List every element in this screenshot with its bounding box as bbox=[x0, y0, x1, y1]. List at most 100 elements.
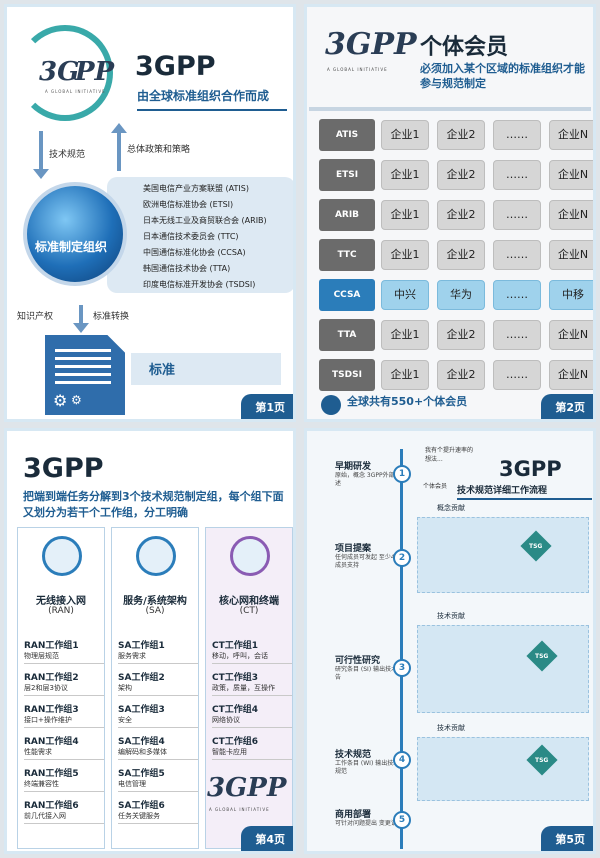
org-cell: TTC bbox=[319, 239, 375, 271]
org-item: 欧洲电信标准协会 (ETSI) bbox=[143, 200, 234, 209]
globe-icon: 标准制定组织 bbox=[23, 182, 127, 286]
member-cell: 企业N bbox=[549, 360, 593, 390]
flow-block bbox=[417, 737, 589, 801]
member-cell: 企业2 bbox=[437, 200, 485, 230]
member-cell: …… bbox=[493, 240, 541, 270]
member-row: ATIS 企业1 企业2 …… 企业N bbox=[319, 119, 593, 151]
step-node: 2 bbox=[393, 549, 411, 567]
member-cell: …… bbox=[493, 360, 541, 390]
member-row: TTC 企业1 企业2 …… 企业N bbox=[319, 239, 593, 271]
3gpp-logo: 3GPP bbox=[325, 27, 417, 62]
tag-concept: 概念贡献 bbox=[437, 504, 465, 512]
column-title: 服务/系统架构 bbox=[123, 596, 187, 607]
member-count: 全球共有550+个体会员 bbox=[347, 395, 468, 408]
member-row: ARIB 企业1 企业2 …… 企业N bbox=[319, 199, 593, 231]
logo-subtitle: A GLOBAL INITIATIVE bbox=[327, 67, 388, 72]
member-cell: 中移 bbox=[549, 280, 593, 310]
column-title: 核心网和终端 bbox=[219, 596, 279, 607]
globe-label: 标准制定组织 bbox=[35, 240, 108, 254]
page-number: 第5页 bbox=[541, 826, 593, 851]
member-cell: 企业2 bbox=[437, 160, 485, 190]
member-cell: 企业N bbox=[549, 320, 593, 350]
member-cell: …… bbox=[493, 320, 541, 350]
tsg-label: TSG bbox=[529, 543, 543, 550]
logo-mark-2: PP bbox=[75, 57, 115, 87]
page-title: 个体会员 bbox=[420, 35, 509, 60]
up-arrow-icon bbox=[111, 123, 127, 171]
logo-subtitle: A GLOBAL INITIATIVE bbox=[45, 89, 106, 94]
org-cell: TTA bbox=[319, 319, 375, 351]
page-subtitle: 技术规范详细工作流程 bbox=[457, 483, 592, 500]
network-icon bbox=[136, 536, 176, 576]
step-1: 早期研发原始，概念 3GPP外部阐述 bbox=[335, 462, 401, 487]
label-policy: 总体政策和策略 bbox=[127, 145, 191, 155]
step-3: 可行性研究研究条目 (SI) 输出技术报告 bbox=[335, 656, 404, 681]
member-cell: …… bbox=[493, 120, 541, 150]
antenna-icon bbox=[42, 536, 82, 576]
org-cell: TSDSI bbox=[319, 359, 375, 391]
down-arrow-icon bbox=[73, 305, 89, 333]
panel-workflow: 3GPP 技术规范详细工作流程 我有个提升速率的想法... 个体会员 早期研发原… bbox=[304, 428, 596, 854]
timeline-line bbox=[400, 449, 403, 849]
step-2: 项目提案任何成员可发起 至少4个成员支持 bbox=[335, 544, 401, 569]
member-cell: …… bbox=[493, 160, 541, 190]
down-arrow-icon bbox=[33, 131, 49, 179]
page-number: 第4页 bbox=[241, 826, 293, 851]
member-cell: 企业1 bbox=[381, 240, 429, 270]
panel-3gpp-overview: 3G PP A GLOBAL INITIATIVE 3GPP 由全球标准组织合作… bbox=[4, 4, 296, 422]
column-abbr: (CT) bbox=[239, 606, 259, 616]
member-cell: 中兴 bbox=[381, 280, 429, 310]
member-cell: 企业N bbox=[549, 120, 593, 150]
member-cell: 企业2 bbox=[437, 240, 485, 270]
flow-block bbox=[417, 517, 589, 593]
member-cell: 华为 bbox=[437, 280, 485, 310]
member-cell: …… bbox=[493, 280, 541, 310]
member-cell: 企业2 bbox=[437, 360, 485, 390]
org-item: 印度电信标准开发协会 (TSDSI) bbox=[143, 280, 256, 289]
standard-label: 标准 bbox=[149, 363, 176, 378]
org-item: 美国电信产业方案联盟 (ATIS) bbox=[143, 184, 249, 193]
3gpp-logo: 3G PP A GLOBAL INITIATIVE bbox=[17, 25, 115, 121]
member-cell: 企业N bbox=[549, 200, 593, 230]
step-node: 5 bbox=[393, 811, 411, 829]
column-abbr: (RAN) bbox=[48, 606, 74, 616]
logo-subtitle: A GLOBAL INITIATIVE bbox=[209, 807, 270, 812]
tsg-label: TSG bbox=[535, 757, 549, 764]
label-tech-spec: 技术规范 bbox=[49, 150, 86, 160]
page-subtitle: 必须加入某个区域的标准组织才能参与规范制定 bbox=[420, 62, 585, 90]
org-cell: ARIB bbox=[319, 199, 375, 231]
step-5: 商用部署可针对问题提出 变更请求 bbox=[335, 810, 403, 827]
member-cell: 企业1 bbox=[381, 320, 429, 350]
page-title: 3GPP bbox=[135, 51, 216, 82]
member-cell: 企业2 bbox=[437, 120, 485, 150]
step-node: 4 bbox=[393, 751, 411, 769]
tag-tech: 技术贡献 bbox=[437, 724, 465, 732]
tag-tech: 技术贡献 bbox=[437, 612, 465, 620]
org-item: 韩国通信技术协会 (TTA) bbox=[143, 264, 231, 273]
column-title: 无线接入网 bbox=[36, 596, 86, 607]
panel-working-groups: 3GPP 把端到端任务分解到3个技术规范制定组，每个组下面又划分为若干个工作组，… bbox=[4, 428, 296, 854]
member-cell: 企业N bbox=[549, 240, 593, 270]
member-cell: 企业1 bbox=[381, 360, 429, 390]
gear-icon: ⚙ bbox=[53, 391, 68, 410]
page-number: 第1页 bbox=[241, 394, 293, 419]
member-cell: 企业N bbox=[549, 160, 593, 190]
member-row: ETSI 企业1 企业2 …… 企业N bbox=[319, 159, 593, 191]
member-cell: 企业1 bbox=[381, 160, 429, 190]
member-row: TSDSI 企业1 企业2 …… 企业N bbox=[319, 359, 593, 391]
